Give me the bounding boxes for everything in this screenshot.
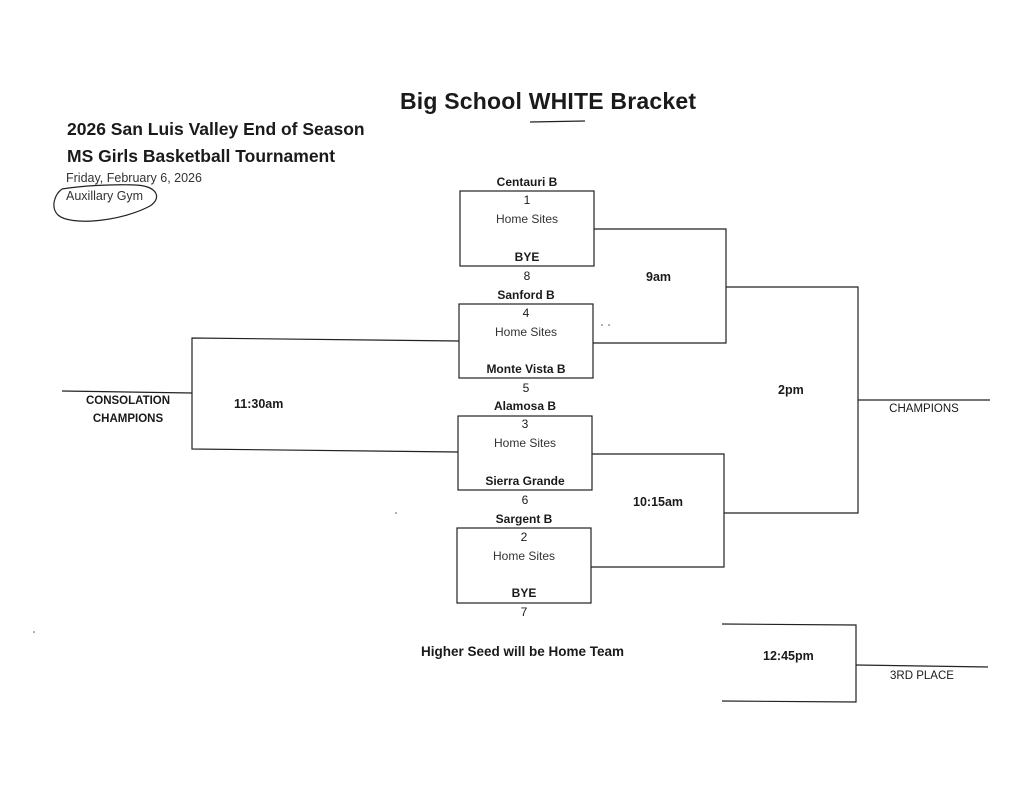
- game4-bottom-seed: 7: [520, 605, 528, 619]
- game1-bottom-seed: 8: [523, 269, 531, 283]
- tournament-date: Friday, February 6, 2026: [66, 171, 202, 185]
- game1-top-seed: 1: [523, 193, 531, 207]
- speck: [395, 512, 397, 514]
- game2-top-team: Sanford B: [497, 288, 555, 302]
- game4-top-team: Sargent B: [495, 512, 553, 526]
- game1-top-team: Centauri B: [496, 175, 558, 189]
- third-place-line: [855, 664, 989, 668]
- speck: [608, 324, 610, 326]
- consolation-champions-line: [61, 390, 193, 394]
- game3-top-team: Alamosa B: [493, 399, 557, 413]
- title-underline: [529, 120, 586, 123]
- tournament-title-line1: 2026 San Luis Valley End of Season: [67, 119, 365, 139]
- semi-bottom-connector: [591, 453, 725, 568]
- game4-bottom-team: BYE: [511, 586, 537, 600]
- game4-site: Home Sites: [492, 549, 556, 563]
- game3-bottom-seed: 6: [521, 493, 529, 507]
- game2-site: Home Sites: [494, 325, 558, 339]
- tournament-title-line2: MS Girls Basketball Tournament: [67, 146, 336, 166]
- third-place-connector: [721, 623, 857, 703]
- game1-bottom-team: BYE: [514, 250, 540, 264]
- game3-top-seed: 3: [521, 417, 529, 431]
- semi-top-connector: [593, 228, 727, 344]
- location-circle: [53, 184, 158, 222]
- final-time: 2pm: [778, 383, 804, 397]
- consolation-time: 11:30am: [234, 397, 284, 411]
- game1-site: Home Sites: [495, 212, 559, 226]
- speck: [601, 324, 603, 326]
- game2-bottom-seed: 5: [522, 381, 530, 395]
- semi-bottom-time: 10:15am: [633, 495, 684, 509]
- consolation-connector: [191, 337, 460, 453]
- game3-bottom-team: Sierra Grande: [485, 474, 565, 488]
- game3-site: Home Sites: [493, 436, 557, 450]
- third-place-label: 3RD PLACE: [890, 670, 954, 682]
- third-place-time: 12:45pm: [763, 649, 814, 663]
- game-box-4: [456, 527, 592, 604]
- semi-top-time: 9am: [646, 270, 672, 284]
- consolation-label-line1: CONSOLATION: [85, 395, 171, 407]
- game2-bottom-team: Monte Vista B: [486, 362, 566, 376]
- bracket-title: Big School WHITE Bracket: [400, 88, 697, 114]
- home-team-note: Higher Seed will be Home Team: [421, 644, 625, 659]
- champions-label: CHAMPIONS: [889, 403, 959, 415]
- game2-top-seed: 4: [522, 306, 530, 320]
- final-connector: [724, 286, 859, 514]
- consolation-label-line2: CHAMPIONS: [92, 413, 164, 425]
- game4-top-seed: 2: [520, 530, 528, 544]
- speck: [33, 631, 35, 633]
- tournament-location: Auxillary Gym: [66, 189, 144, 203]
- game-box-3: [457, 415, 593, 491]
